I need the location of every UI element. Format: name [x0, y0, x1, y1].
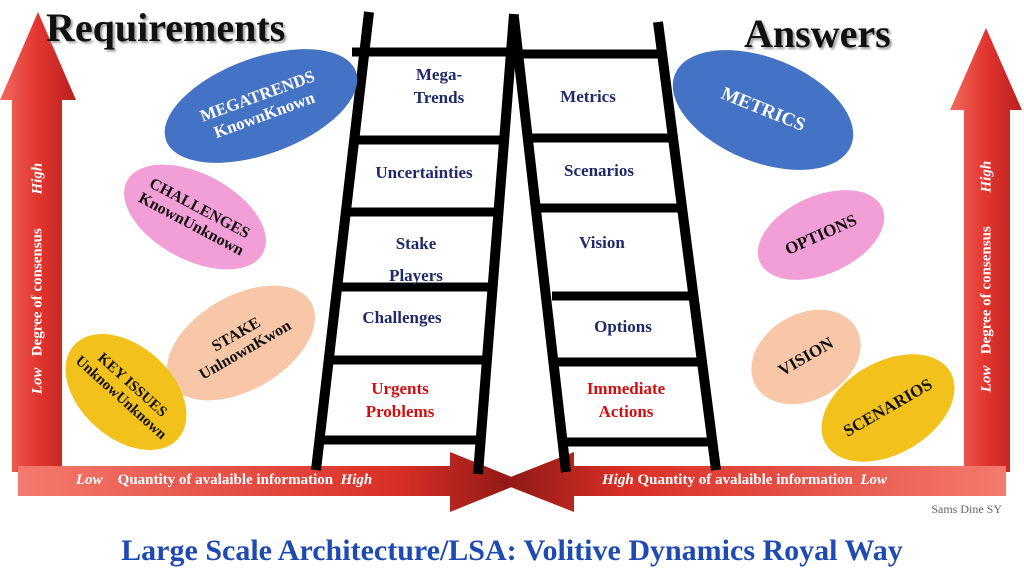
left-horizontal-arrow — [18, 452, 524, 512]
rung-line: Uncertainties — [375, 163, 473, 182]
left-axis-low: Low — [29, 367, 46, 395]
left-h-title: Quantity of avalaible information — [117, 472, 334, 488]
left-ladder — [311, 11, 519, 475]
right-vertical-arrow — [950, 28, 1022, 472]
options-label: OPTIONS — [782, 210, 860, 259]
right-h-low: Low — [860, 472, 888, 488]
rung-line: Actions — [598, 401, 654, 421]
rung-line: Challenges — [362, 308, 442, 327]
ladder-right-rung-immediate-actions: Immediate Actions — [562, 378, 690, 424]
ladder-left-rung-uncertainties: Uncertainties — [356, 162, 492, 185]
rung-line: Players — [389, 266, 443, 286]
ladder-right-rung-metrics: Metrics — [526, 86, 650, 109]
left-h-low: Low — [76, 472, 103, 488]
ladder-right-rung-scenarios: Scenarios — [536, 160, 662, 183]
left-axis-high: High — [29, 162, 46, 195]
author-credit: Sams Dine SY — [931, 502, 1002, 516]
rung-line: Metrics — [560, 87, 616, 106]
rung-line: Scenarios — [564, 161, 634, 180]
right-horizontal-axis-label: High Quantity of avalaible information L… — [602, 472, 887, 489]
metrics-label: METRICS — [718, 83, 809, 136]
right-axis-high: High — [978, 160, 995, 193]
ladder-left-rung-megatrends: Mega- Trends — [376, 64, 502, 110]
ladder-right-rung-vision: Vision — [540, 232, 664, 255]
left-vertical-arrow — [0, 12, 76, 472]
left-axis-title: Degree of consensus — [29, 228, 46, 357]
right-axis-low: Low — [978, 365, 995, 393]
requirements-heading: Requirements — [46, 5, 286, 50]
left-horizontal-axis-label: Low Quantity of avalaible information Hi… — [76, 472, 372, 489]
rung-line: Urgents — [371, 379, 429, 398]
right-h-title: Quantity of avalaible information — [637, 472, 853, 488]
slide-caption: Large Scale Architecture/LSA: Volitive D… — [121, 534, 903, 567]
ladder-left-rung-challenges: Challenges — [342, 307, 462, 330]
left-vertical-axis-label: Low Degree of consensus High — [30, 154, 47, 404]
right-h-high: High — [602, 472, 634, 488]
ladder-left-rung-urgent-problems: Urgents Problems — [340, 378, 460, 424]
left-h-high: High — [340, 472, 373, 488]
rung-line: Options — [594, 317, 652, 336]
ladder-right-rung-options: Options — [558, 316, 688, 339]
scenarios-label: SCENARIOS — [840, 374, 936, 441]
rung-line: Vision — [579, 233, 625, 252]
rung-line: Mega- — [415, 65, 463, 84]
right-horizontal-arrow — [498, 452, 1006, 512]
answers-heading: Answers — [744, 11, 891, 56]
right-axis-title: Degree of consensus — [978, 226, 995, 355]
right-ladder — [509, 17, 721, 473]
rung-line: Problems — [365, 401, 435, 421]
rung-line: Trends — [413, 87, 465, 107]
vision-label: VISION — [774, 333, 837, 381]
rung-line: Stake — [395, 234, 437, 253]
rung-line: Immediate — [586, 379, 666, 398]
ladder-left-rung-stake-players: Stake Players — [356, 228, 476, 293]
right-vertical-axis-label: Low Degree of consensus High — [979, 152, 996, 402]
